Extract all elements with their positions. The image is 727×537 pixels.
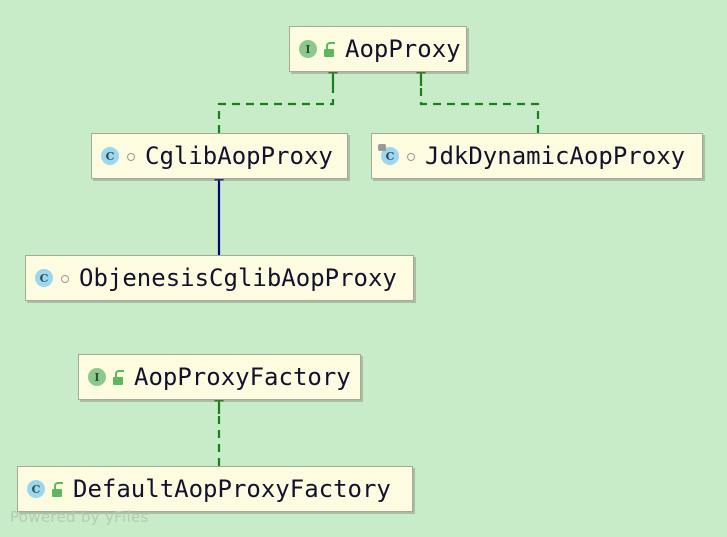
- class-name-label: AopProxyFactory: [134, 363, 351, 391]
- node-icons-jdk-dynamic-aop-proxy: C: [378, 144, 416, 165]
- class-node-jdk-dynamic-aop-proxy[interactable]: C JdkDynamicAopProxy: [371, 133, 703, 179]
- unlocked-padlock-icon: [50, 481, 64, 497]
- package-private-icon: [406, 151, 416, 161]
- class-node-aop-proxy[interactable]: I AopProxy: [289, 26, 467, 72]
- node-icons-aop-proxy-factory: I: [88, 368, 125, 386]
- package-private-icon: [126, 151, 136, 161]
- class-node-objenesis-cglib-aop-proxy[interactable]: C ObjenesisCglibAopProxy: [25, 255, 414, 301]
- interface-icon: I: [299, 40, 317, 58]
- final-marker-icon: [378, 144, 386, 151]
- interface-icon: I: [88, 368, 106, 386]
- class-icon: C: [35, 269, 53, 287]
- class-name-label: ObjenesisCglibAopProxy: [79, 264, 397, 292]
- class-node-aop-proxy-factory[interactable]: I AopProxyFactory: [78, 354, 361, 400]
- edge-cglib-implements-aopproxy: [217, 62, 338, 133]
- edge-jdk-implements-aopproxy: [416, 62, 540, 133]
- unlocked-padlock-icon: [111, 369, 125, 385]
- class-node-cglib-aop-proxy[interactable]: C CglibAopProxy: [91, 133, 348, 179]
- node-icons-aop-proxy: I: [299, 40, 336, 58]
- package-private-icon: [60, 273, 70, 283]
- unlocked-padlock-icon: [322, 41, 336, 57]
- class-name-label: AopProxy: [345, 35, 461, 63]
- node-icons-objenesis-cglib-aop-proxy: C: [35, 269, 70, 287]
- yfiles-watermark: Powered by yFiles: [10, 508, 149, 526]
- node-icons-cglib-aop-proxy: C: [101, 147, 136, 165]
- class-name-label: DefaultAopProxyFactory: [73, 475, 391, 503]
- class-icon: C: [101, 147, 119, 165]
- node-icons-default-aop-proxy-factory: C: [27, 480, 64, 498]
- class-name-label: JdkDynamicAopProxy: [425, 142, 686, 170]
- class-icon: C: [378, 144, 399, 165]
- class-icon: C: [27, 480, 45, 498]
- class-name-label: CglibAopProxy: [145, 142, 333, 170]
- class-node-default-aop-proxy-factory[interactable]: C DefaultAopProxyFactory: [17, 466, 413, 512]
